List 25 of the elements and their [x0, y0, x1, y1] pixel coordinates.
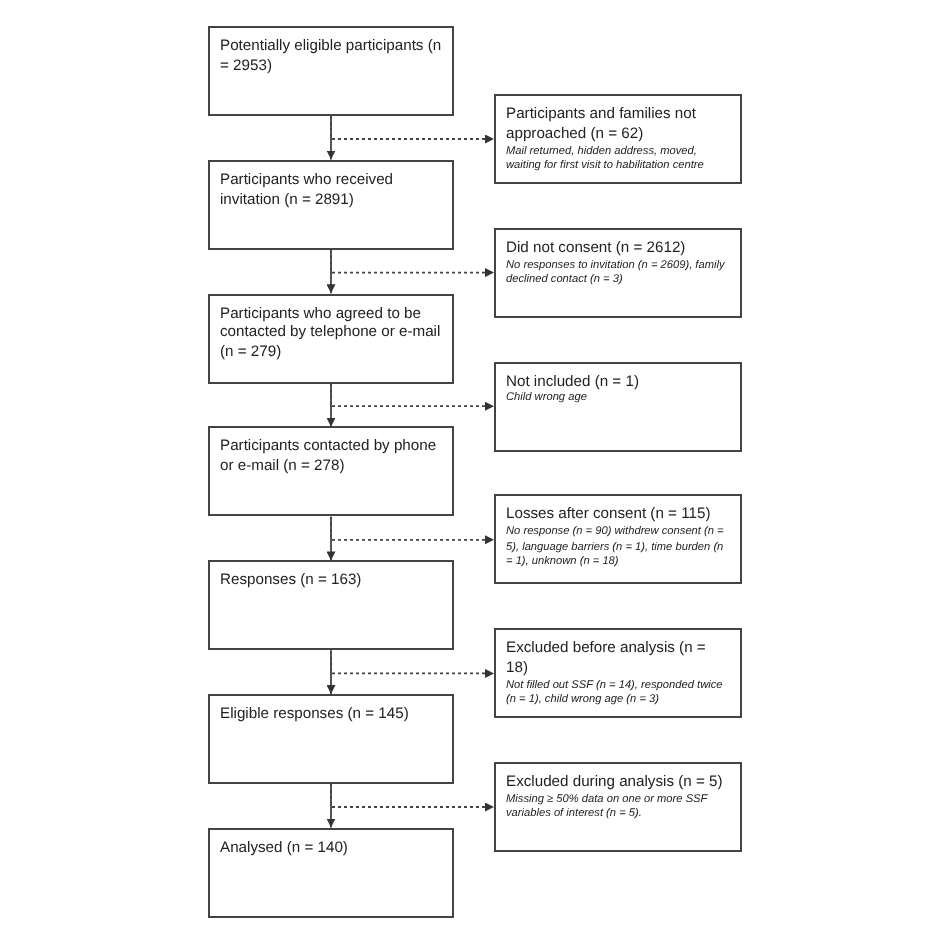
exclusion-box: [494, 628, 742, 719]
flow-box: [208, 26, 454, 116]
arrow: [326, 783, 336, 829]
exclusion-box: [494, 361, 742, 452]
arrow: [326, 649, 336, 695]
exclusion-box: [494, 227, 742, 318]
dashed-arrow: [330, 783, 495, 812]
flow-box: [208, 426, 454, 517]
dashed-arrow: [330, 515, 495, 545]
dashed-arrow: [330, 248, 495, 278]
dashed-arrow: [330, 115, 495, 144]
exclusion-box: [494, 762, 742, 852]
arrow: [326, 515, 336, 562]
arrow: [326, 248, 336, 295]
flow-box: [208, 694, 454, 784]
dashed-arrow: [330, 382, 495, 411]
flow-box: [208, 293, 454, 384]
arrow: [326, 115, 336, 161]
flow-box: [208, 827, 454, 918]
dashed-arrow: [330, 649, 495, 678]
flow-box: [208, 159, 454, 250]
flow-box: [208, 560, 454, 651]
arrow: [326, 382, 336, 428]
exclusion-box: [494, 494, 742, 585]
exclusion-box: [494, 94, 742, 184]
